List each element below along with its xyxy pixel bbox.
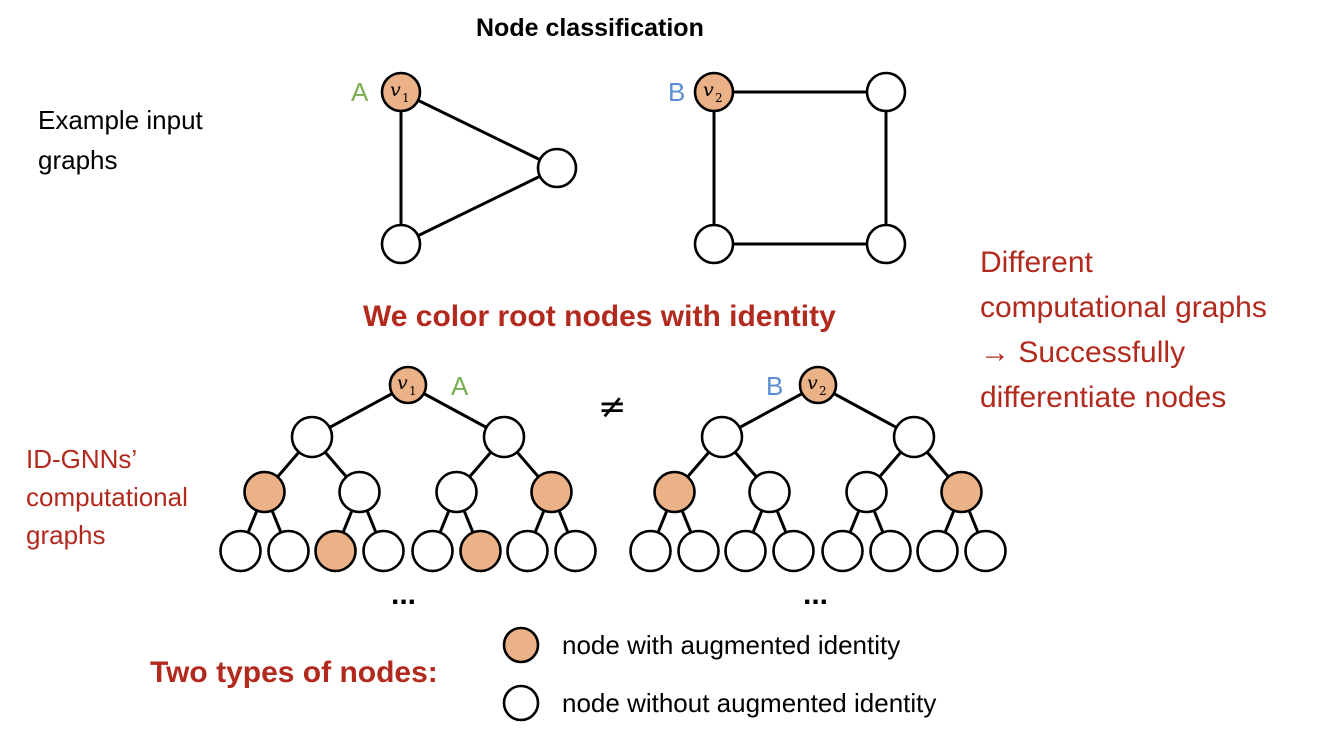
plain-node [629, 529, 672, 573]
graph-edge [400, 166, 558, 246]
plain-node [219, 529, 262, 573]
tree-label-b: B [766, 371, 783, 401]
plain-node [435, 470, 478, 514]
conclusion-note: Different computational graphs → Success… [980, 240, 1267, 420]
plain-node [693, 223, 735, 265]
plain-node [482, 415, 526, 459]
plain-node [865, 71, 907, 113]
tree-label-a: A [451, 371, 469, 401]
plain-node [536, 147, 578, 189]
plain-node [821, 529, 864, 573]
conclusion-line: computational graphs [980, 291, 1267, 324]
subtitle: We color root nodes with identity [363, 300, 836, 333]
legend-swatch-plain [502, 684, 540, 722]
legend-swatches [502, 626, 540, 722]
plain-node [290, 415, 334, 459]
input-graphs-label-line: Example input [38, 105, 203, 135]
computational-label-line: ID-GNNs’ [26, 444, 138, 474]
input-graphs-label: Example input graphs [38, 100, 203, 180]
root-node-label: v [390, 79, 401, 101]
root-node-subscript: 1 [402, 91, 410, 105]
root-node-subscript: 2 [715, 91, 723, 105]
plain-node [964, 529, 1007, 573]
plain-node [506, 529, 549, 573]
plain-node [892, 415, 936, 459]
graph-edge [400, 90, 558, 170]
plain-node [677, 529, 720, 573]
augmented-node [530, 470, 573, 514]
root-node-v1 [380, 71, 422, 113]
not-equal-symbol: ≠ [598, 387, 627, 427]
legend-label-augmented: node with augmented identity [562, 630, 901, 660]
augmented-node [243, 470, 286, 514]
plain-node [772, 529, 815, 573]
root-node-label: v [703, 79, 714, 101]
legend-swatch-augmented [502, 626, 540, 664]
legend-label-plain: node without augmented identity [562, 688, 937, 718]
plain-node [869, 529, 912, 573]
plain-node [338, 470, 381, 514]
plain-node [845, 470, 888, 514]
ellipsis-a: ... [391, 578, 416, 611]
ellipsis-b: ... [803, 578, 828, 611]
plain-node [380, 223, 422, 265]
augmented-node [314, 529, 357, 573]
root-node-label: v [807, 372, 818, 394]
augmented-node [940, 470, 983, 514]
root-node-v2 [693, 71, 735, 113]
diagram-title: Node classification [476, 14, 704, 42]
computational-graphs-label: ID-GNNs’ computational graphs [26, 440, 188, 554]
conclusion-line: differentiate nodes [980, 381, 1227, 414]
root-node-subscript: 2 [819, 384, 827, 398]
root-node-subscript: 1 [409, 384, 417, 398]
plain-node [916, 529, 959, 573]
graph-label-b: B [668, 77, 685, 107]
tree-root-v1 [388, 365, 428, 405]
plain-node [554, 529, 597, 573]
plain-node [411, 529, 454, 573]
tree-root-v2 [798, 365, 838, 405]
input-graphs-label-line: graphs [38, 145, 118, 175]
plain-node [724, 529, 767, 573]
augmented-node [653, 470, 696, 514]
graph-label-a: A [351, 77, 369, 107]
plain-node [700, 415, 744, 459]
augmented-node [459, 529, 502, 573]
computational-label-line: computational [26, 482, 188, 512]
computational-label-line: graphs [26, 520, 106, 550]
conclusion-line: Different [980, 246, 1093, 279]
root-node-label: v [397, 372, 408, 394]
plain-node [748, 470, 791, 514]
legend-title: Two types of nodes: [150, 656, 438, 689]
plain-node [865, 223, 907, 265]
conclusion-line: → Successfully [980, 336, 1186, 369]
plain-node [267, 529, 310, 573]
plain-node [362, 529, 405, 573]
